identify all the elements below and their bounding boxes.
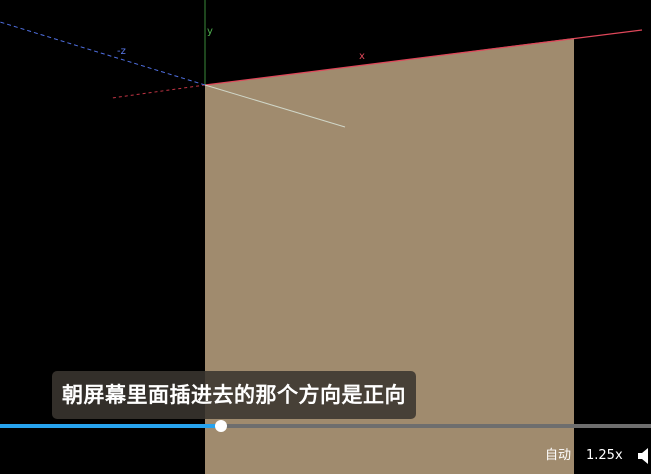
y-axis-label: y (207, 26, 213, 37)
speaker-icon[interactable] (638, 447, 651, 465)
plane-surface (205, 38, 574, 474)
subtitle-caption: 朝屏幕里面插进去的那个方向是正向 (52, 371, 416, 419)
x-axis-negative-line (111, 84, 206, 99)
progress-fill (0, 424, 222, 428)
z-axis-negative-line (0, 21, 206, 86)
playback-speed-button[interactable]: 1.25x (586, 448, 623, 463)
z-axis-positive-line (204, 84, 346, 128)
control-bar: 自动 1.25x (0, 432, 651, 474)
x-axis-label: x (359, 51, 365, 62)
z-axis-label: -z (117, 46, 126, 57)
progress-bar[interactable] (0, 420, 651, 432)
progress-thumb[interactable] (215, 420, 228, 432)
quality-button[interactable]: 自动 (545, 448, 572, 463)
x-axis-line (204, 29, 643, 86)
